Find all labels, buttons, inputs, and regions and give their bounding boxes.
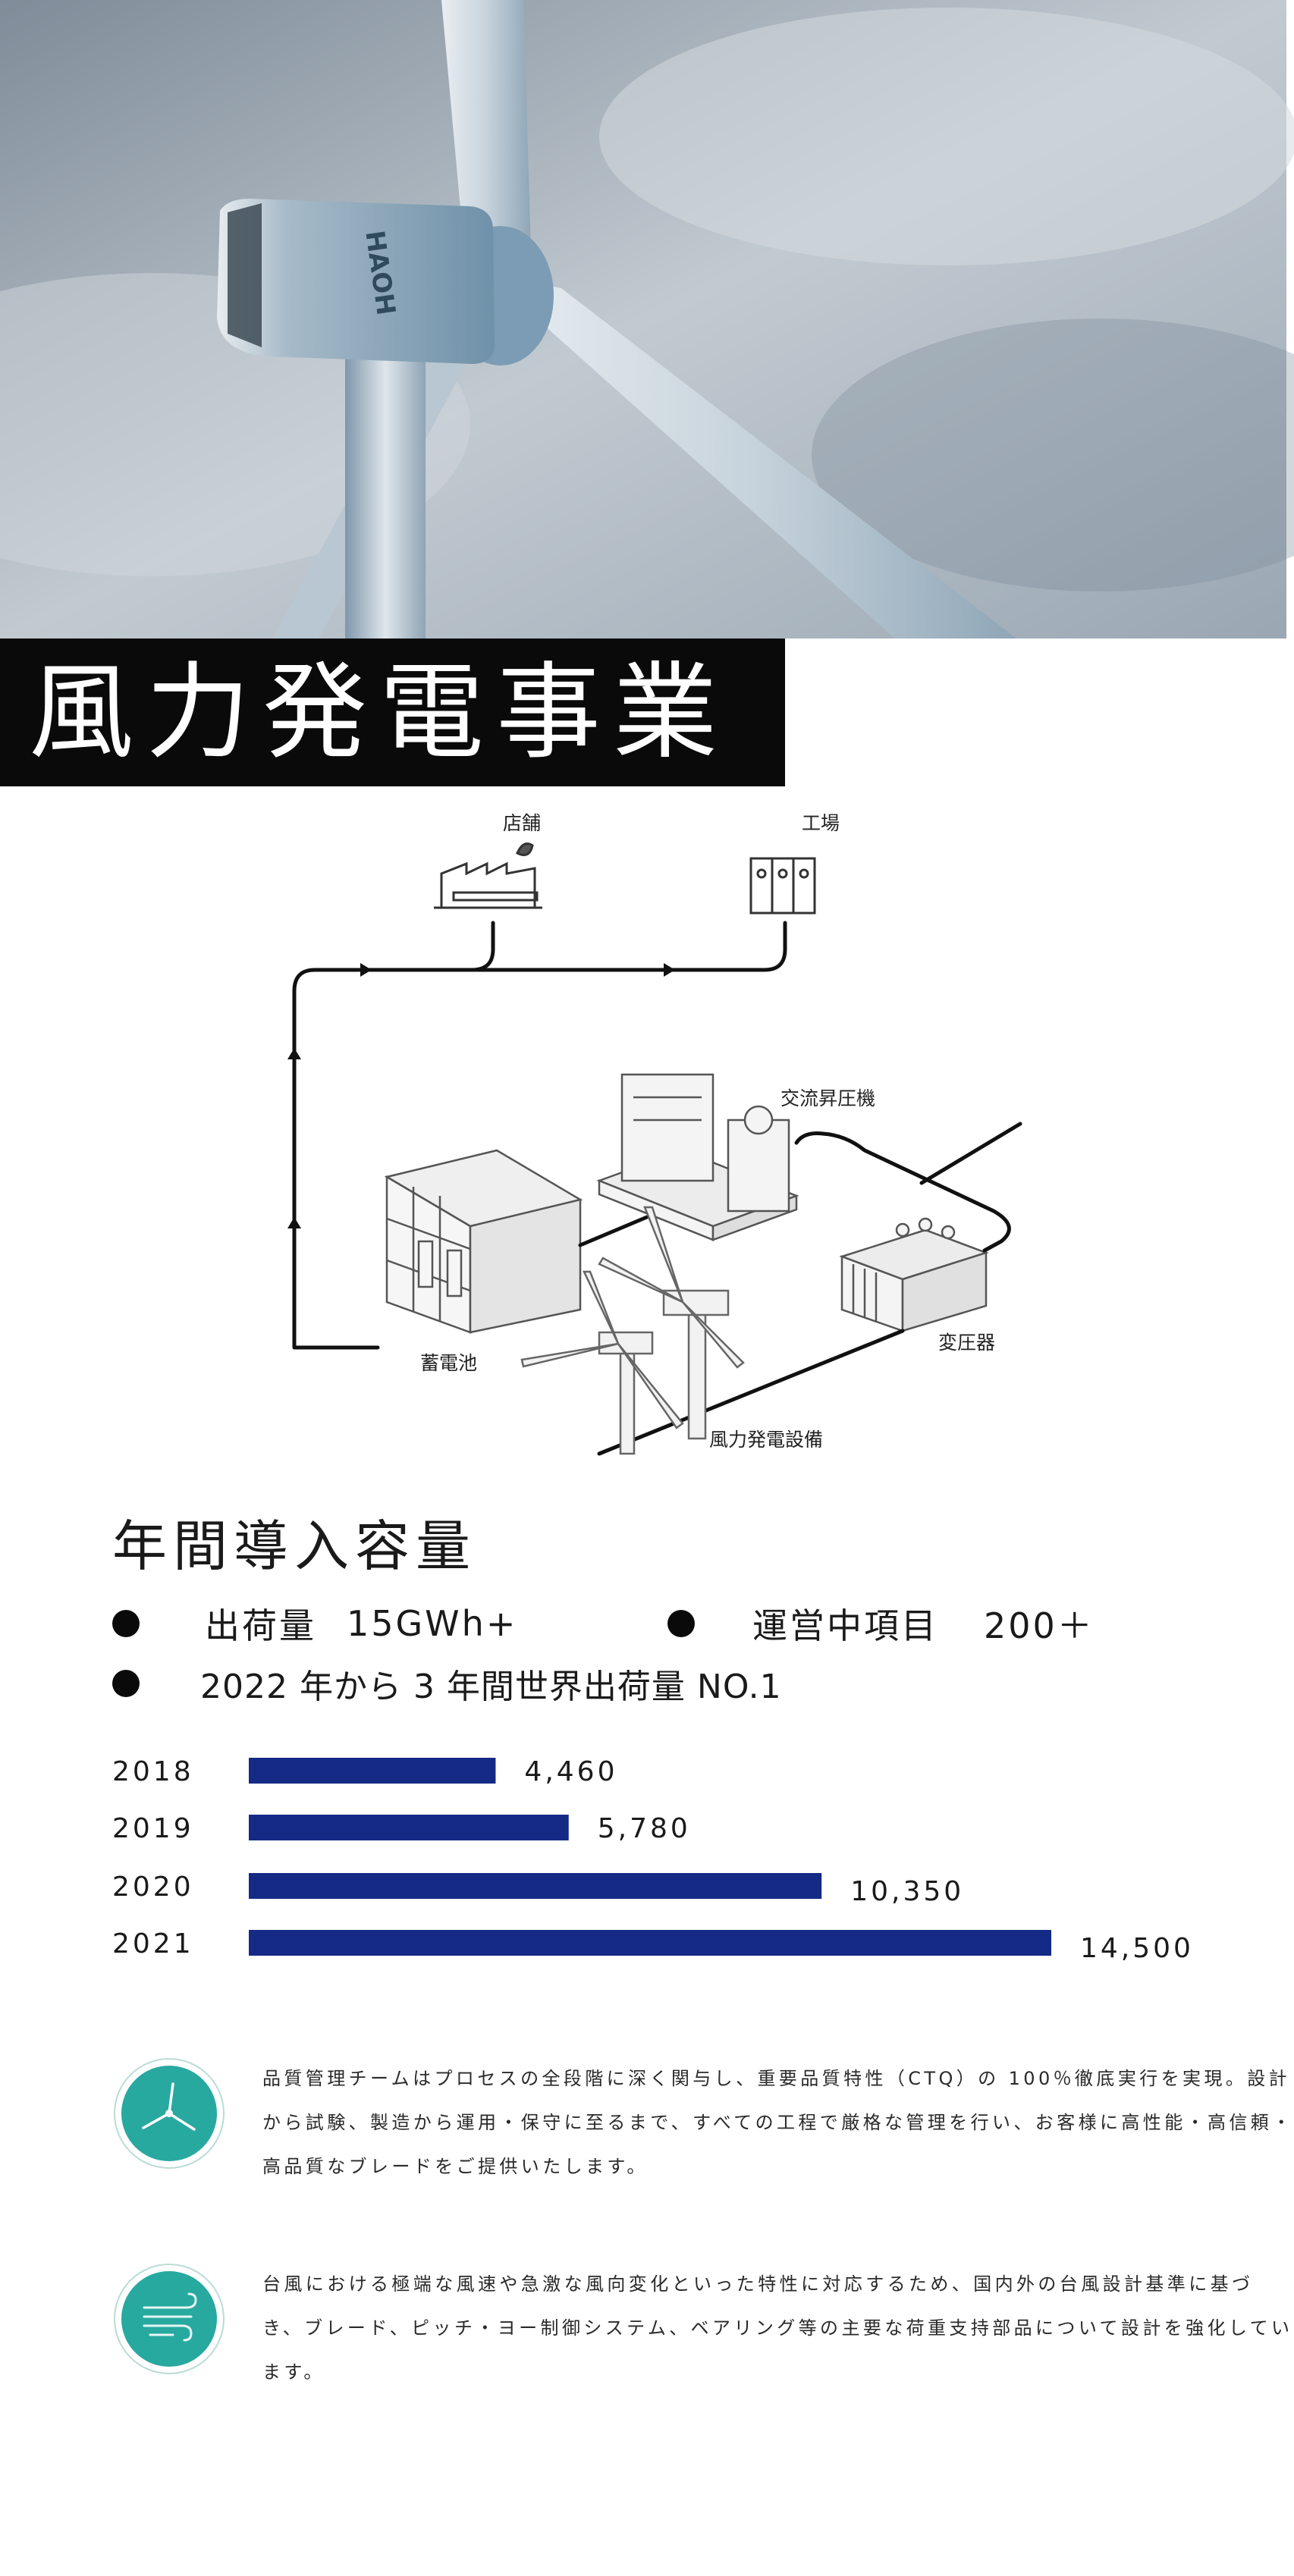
value-label: 14,500 bbox=[1080, 1933, 1194, 1964]
bar-chart: 2018 4,460 2019 5,780 2020 10,350 2021 14,500 bbox=[112, 1756, 1194, 1964]
stat-label: 2022 年から 3 年間世界出荷量 NO.1 bbox=[200, 1668, 782, 1706]
label-wind-equipment: 風力発電設備 bbox=[709, 1429, 824, 1451]
wind-turbine-photo: HAOH bbox=[0, 0, 1294, 639]
label-battery: 蓄電池 bbox=[420, 1352, 478, 1374]
ac-booster-illustration bbox=[596, 1073, 799, 1241]
wind-turbine-icon bbox=[112, 2057, 226, 2170]
stat-projects: 運営中項目 200＋ bbox=[667, 1599, 1095, 1649]
bar-2019 bbox=[249, 1815, 569, 1840]
factory-icon bbox=[749, 857, 816, 915]
feature-quality: 品質管理チームはプロセスの全段階に深く関与し、重要品質特性（CTQ）の 100％… bbox=[112, 2057, 1290, 2193]
store-icon bbox=[434, 842, 542, 909]
stat-label: 運営中項目 bbox=[752, 1605, 938, 1646]
feature-typhoon: 台風における極端な風速や急激な風向変化といった特性に対応するため、国内外の台風設… bbox=[112, 2262, 1289, 2399]
value-label: 5,780 bbox=[598, 1813, 691, 1844]
category-label: 2020 bbox=[112, 1872, 194, 1903]
stat-shipment: 出荷量 15GWh+ bbox=[112, 1599, 517, 1649]
wind-gust-icon bbox=[112, 2262, 226, 2376]
value-label: 10,350 bbox=[850, 1876, 964, 1907]
battery-illustration bbox=[384, 1149, 583, 1334]
section-heading: 年間導入容量 bbox=[112, 1514, 477, 1578]
bar-2020 bbox=[249, 1873, 822, 1899]
transformer-illustration bbox=[839, 1217, 989, 1332]
stat-value: 15GWh+ bbox=[347, 1603, 518, 1644]
power-cables bbox=[578, 1122, 1022, 1456]
bar-2018 bbox=[249, 1758, 496, 1784]
value-label: 4,460 bbox=[524, 1756, 617, 1787]
wind-turbine-illustration bbox=[520, 1206, 745, 1455]
stat-world-no1: 2022 年から 3 年間世界出荷量 NO.1 bbox=[112, 1659, 782, 1708]
label-store: 店舗 bbox=[503, 812, 542, 834]
category-label: 2021 bbox=[112, 1928, 194, 1959]
feature-text: 品質管理チームはプロセスの全段階に深く関与し、重要品質特性（CTQ）の 100％… bbox=[262, 2068, 1294, 2177]
bullet-icon bbox=[112, 1610, 140, 1637]
energy-flow-diagram bbox=[287, 842, 1022, 1456]
feature-text: 台風における極端な風速や急激な風向変化といった特性に対応するため、国内外の台風設… bbox=[262, 2273, 1293, 2383]
label-ac-booster: 交流昇圧機 bbox=[780, 1087, 876, 1109]
category-label: 2018 bbox=[112, 1756, 194, 1787]
bullet-icon bbox=[667, 1610, 695, 1637]
flow-arrows bbox=[287, 963, 675, 1228]
page-title: 風力発電事業 bbox=[29, 651, 730, 773]
system-diagram: 店舗 工場 交流昇圧機 変圧器 蓄電池 風力発電設備 bbox=[0, 786, 1286, 1469]
label-factory: 工場 bbox=[802, 812, 840, 834]
flow-lines bbox=[292, 921, 787, 1350]
title-banner: 風力発電事業 bbox=[0, 639, 785, 786]
label-transformer: 変圧器 bbox=[938, 1332, 996, 1354]
stat-label: 出荷量 bbox=[205, 1605, 316, 1646]
annual-capacity-chart: 2018 4,460 2019 5,780 2020 10,350 2021 14,500 bbox=[0, 1737, 1286, 1979]
hero-image: HAOH bbox=[0, 0, 1294, 639]
bullet-icon bbox=[112, 1670, 140, 1697]
stat-value: 200＋ bbox=[984, 1605, 1095, 1646]
bar-2021 bbox=[249, 1930, 1051, 1956]
category-label: 2019 bbox=[112, 1813, 194, 1844]
